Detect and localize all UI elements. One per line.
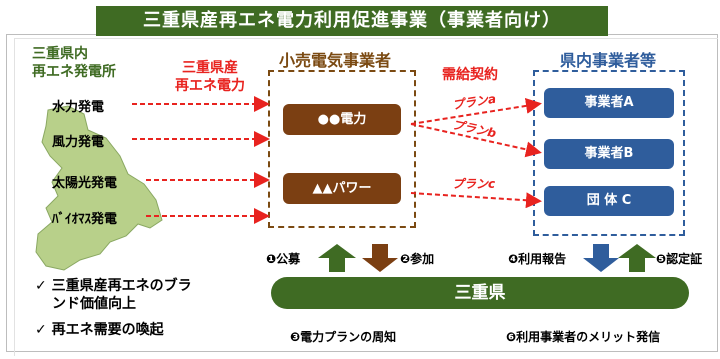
mie-power-line2: 再エネ電力 [175, 78, 245, 94]
contract-label: 需給契約 [442, 67, 498, 83]
arrow-up-recruit [318, 244, 356, 272]
buyer-b: 事業者B [544, 139, 674, 169]
flow-certify: ❺認定証 [656, 252, 703, 266]
mie-power-label: 三重県産 再エネ電力 [175, 59, 245, 95]
source-solar: 太陽光発電 [52, 176, 118, 191]
source-hydro: 水力発電 [52, 100, 105, 115]
buyer-c: 団 体 C [544, 186, 674, 216]
plan-c-label: プランc [452, 177, 496, 191]
source-wind: 風力発電 [52, 135, 105, 150]
benefit-brand-line2: ンド価値向上 [52, 296, 136, 312]
arrow-plan-c [410, 192, 542, 209]
diagram-title: 三重県産再エネ電力利用促進事業（事業者向け） [96, 6, 608, 36]
benefit-brand-line1: ✓ 三重県産再エネのブラ [35, 278, 192, 294]
buyers-header: 県内事業者等 [560, 51, 657, 70]
retailer-2: ▲▲パワー [283, 173, 401, 204]
arrow-down-participate [362, 244, 398, 272]
region-label-line1: 三重県内 [32, 46, 88, 62]
flow-recruit: ❶公募 [266, 252, 301, 266]
retail-box [268, 70, 416, 228]
flow-participate: ❷参加 [400, 252, 435, 266]
benefits-list: ✓ 三重県産再エネのブラ ンド価値向上 ✓ 再エネ需要の喚起 [35, 277, 192, 339]
region-label: 三重県内 再エネ発電所 [32, 45, 116, 81]
merit-label: ❻利用事業者のメリット発信 [506, 330, 661, 344]
arrow-down-report [583, 244, 619, 272]
mie-power-line1: 三重県産 [182, 60, 238, 76]
arrow-plan-a [410, 97, 542, 125]
retail-header: 小売電気事業者 [279, 51, 392, 70]
arrow-up-certify [618, 244, 656, 272]
retailer-1: ●●電力 [283, 104, 401, 135]
arrow-plan-b [410, 123, 542, 158]
flow-report: ❹利用報告 [508, 252, 567, 266]
buyer-a: 事業者A [544, 88, 674, 118]
benefit-demand: ✓ 再エネ需要の喚起 [35, 322, 164, 338]
diagram-frame-inner [14, 38, 718, 356]
region-label-line2: 再エネ発電所 [32, 64, 116, 80]
notify-label: ❸電力プランの周知 [290, 330, 397, 344]
prefecture-bar: 三重県 [271, 277, 689, 309]
mie-map-icon [35, 105, 163, 271]
source-biomass: ﾊﾞｲｵﾏｽ発電 [52, 212, 118, 227]
